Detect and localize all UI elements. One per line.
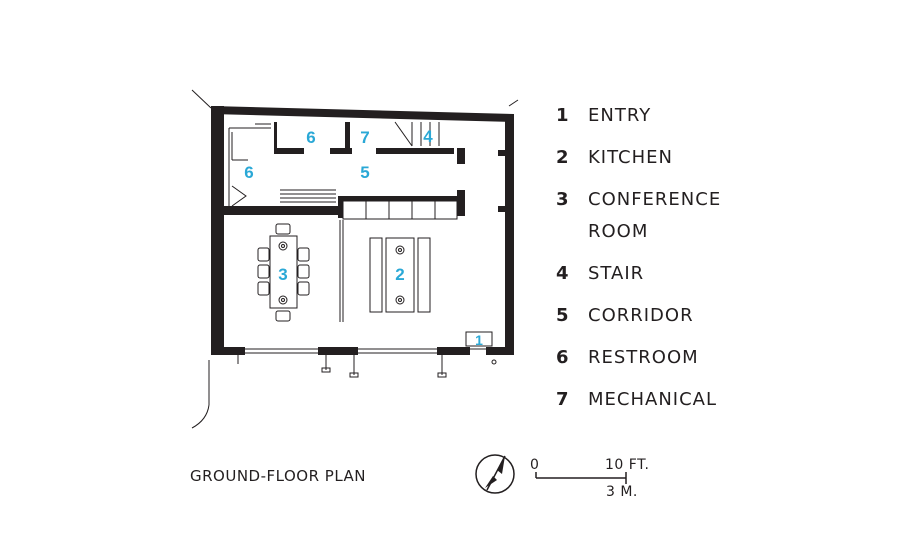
north-arrow-icon: [475, 454, 515, 494]
interior-walls: [224, 122, 505, 218]
legend-number: 2: [556, 147, 570, 168]
legend-item-mechanical: 7 MECHANICAL: [556, 388, 748, 416]
room-number-corridor: 5: [360, 163, 369, 182]
room-number-entry: 1: [475, 332, 483, 348]
legend-label: RESTROOM: [588, 347, 699, 368]
legend-label: CONFERENCE ROOM: [588, 189, 722, 242]
legend-number: 7: [556, 389, 570, 410]
fixtures: [228, 121, 493, 347]
exterior-walls: [211, 106, 514, 355]
legend-number: 4: [556, 263, 570, 284]
legend-number: 6: [556, 347, 570, 368]
scale-label-feet: 10 FT.: [605, 457, 650, 473]
legend-number: 5: [556, 305, 570, 326]
legend-label: CORRIDOR: [588, 305, 694, 326]
legend-label: KITCHEN: [588, 147, 673, 168]
room-number-kitchen: 2: [395, 265, 404, 284]
legend-label: MECHANICAL: [588, 389, 718, 410]
storefront-glazing: [237, 348, 497, 378]
legend-item-corridor: 5 CORRIDOR: [556, 304, 748, 332]
room-number-restroom-lower: 6: [244, 163, 253, 182]
legend-item-entry: 1 ENTRY: [556, 104, 748, 132]
room-number-stair: 4: [423, 127, 433, 146]
plan-title: GROUND-FLOOR PLAN: [190, 467, 366, 485]
legend-item-conference-room: 3 CONFERENCE ROOM: [556, 188, 748, 248]
site-lines: [191, 89, 519, 429]
room-number-restroom-upper: 6: [306, 128, 315, 147]
legend-number: 3: [556, 189, 570, 210]
legend-label: ENTRY: [588, 105, 652, 126]
legend-label: STAIR: [588, 263, 645, 284]
room-number-conference: 3: [278, 265, 287, 284]
legend-number: 1: [556, 105, 570, 126]
scale-label-zero: 0: [530, 457, 540, 473]
legend-item-restroom: 6 RESTROOM: [556, 346, 748, 374]
room-number-mechanical: 7: [360, 128, 369, 147]
legend-item-stair: 4 STAIR: [556, 262, 748, 290]
legend-item-kitchen: 2 KITCHEN: [556, 146, 748, 174]
room-number-labels: 6 7 4 6 5 3 2 1: [244, 127, 483, 348]
scale-label-meters: 3 M.: [606, 484, 638, 500]
scale-bar: [535, 472, 627, 484]
